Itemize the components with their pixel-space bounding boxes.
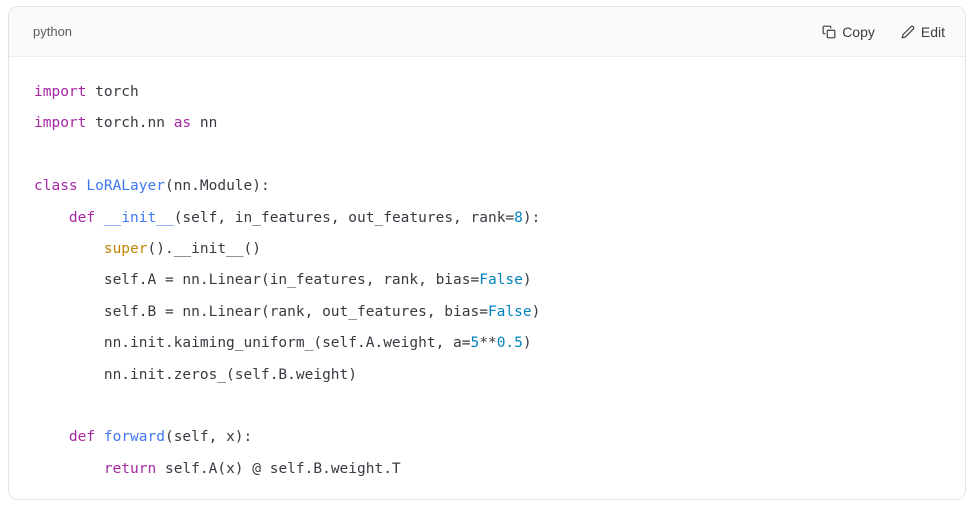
copy-icon — [822, 25, 836, 39]
code-token: return — [103, 460, 157, 477]
edit-button[interactable]: Edit — [899, 20, 947, 44]
code-token — [34, 461, 104, 477]
code-token: ) — [522, 272, 532, 289]
code-token: ) — [522, 335, 532, 352]
code-token: nn — [191, 115, 218, 132]
code-line: import torch.nn as nn — [34, 108, 940, 139]
code-token: (self, in_features, out_features, rank= — [173, 209, 515, 226]
code-token: self.A(x) @ self.B.weight.T — [156, 460, 401, 477]
code-token: nn.init.zeros_(self.B.weight) — [34, 366, 358, 383]
code-token: False — [479, 272, 523, 289]
code-token — [95, 429, 104, 445]
code-token — [34, 429, 69, 445]
code-block-header: python Copy Edit — [9, 7, 965, 57]
copy-button[interactable]: Copy — [820, 20, 877, 44]
code-line: def __init__(self, in_features, out_feat… — [34, 203, 940, 234]
code-token: def — [68, 209, 96, 226]
code-token: class — [34, 178, 78, 195]
code-token: forward — [103, 429, 165, 446]
code-token — [34, 210, 69, 226]
copy-button-label: Copy — [842, 23, 875, 40]
code-token: super — [103, 241, 148, 258]
code-token: torch.nn — [86, 115, 174, 132]
code-token: def — [68, 429, 96, 446]
code-token: ) — [531, 303, 541, 320]
code-token: 5 — [470, 335, 480, 352]
code-line — [34, 391, 940, 422]
code-line: self.B = nn.Linear(rank, out_features, b… — [34, 297, 940, 328]
edit-icon — [901, 25, 915, 39]
code-token: ): — [522, 209, 541, 226]
code-line: nn.init.kaiming_uniform_(self.A.weight, … — [34, 328, 940, 359]
code-token: (self, x): — [164, 429, 253, 446]
code-token: ** — [479, 335, 497, 352]
code-token: import — [34, 84, 87, 100]
code-token: False — [487, 303, 532, 320]
code-line — [34, 140, 940, 171]
code-line: nn.init.zeros_(self.B.weight) — [34, 360, 940, 391]
code-line: import torch — [34, 77, 940, 108]
code-line: self.A = nn.Linear(in_features, rank, bi… — [34, 265, 940, 296]
code-token: self.A = nn.Linear(in_features, rank, bi… — [34, 272, 480, 289]
code-line: return self.A(x) @ self.B.weight.T — [34, 454, 940, 485]
code-token: torch — [86, 84, 139, 100]
code-line: def forward(self, x): — [34, 422, 940, 453]
code-token — [95, 210, 104, 226]
code-token — [34, 241, 104, 257]
code-line: super().__init__() — [34, 234, 940, 265]
code-token: 0.5 — [496, 335, 523, 352]
language-label: python — [33, 24, 73, 39]
code-token: (nn.Module): — [164, 178, 270, 195]
code-token: 8 — [514, 209, 523, 226]
edit-button-label: Edit — [920, 23, 945, 40]
code-token: LoRALayer — [86, 178, 165, 195]
code-token: __init__ — [103, 209, 174, 226]
header-actions: Copy Edit — [820, 20, 947, 44]
code-token: as — [173, 115, 192, 132]
code-line: class LoRALayer(nn.Module): — [34, 171, 940, 202]
code-token: import — [34, 115, 87, 132]
code-token: nn.init.kaiming_uniform_(self.A.weight, … — [34, 335, 471, 352]
code-token: self.B = nn.Linear(rank, out_features, b… — [34, 303, 488, 320]
code-token: ().__init__() — [147, 241, 262, 258]
